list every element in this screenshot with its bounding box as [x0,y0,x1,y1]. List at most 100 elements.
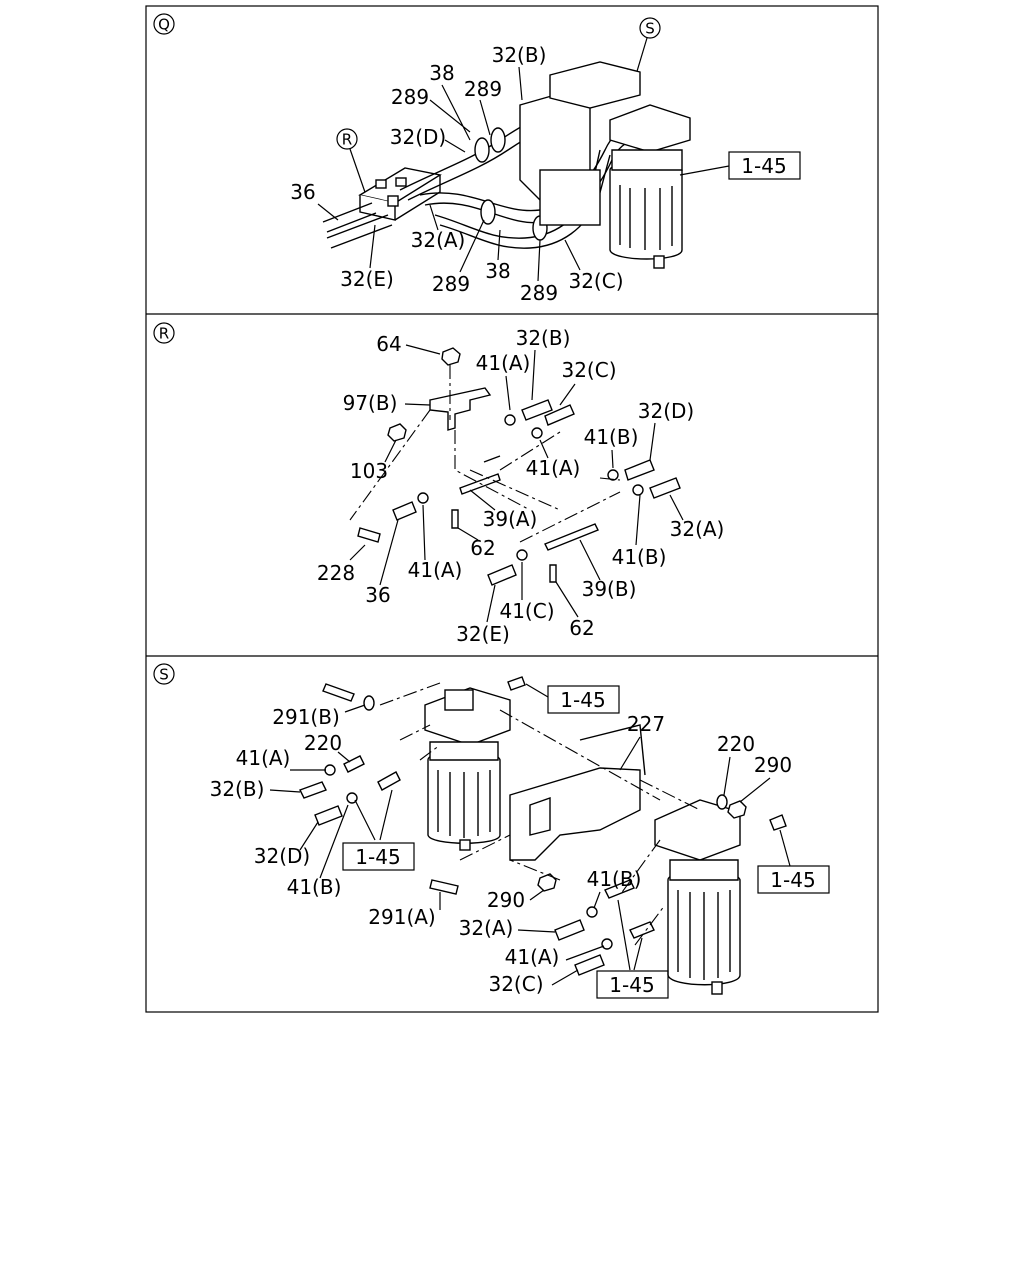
boxed-reference [596,970,669,999]
part-label: 36 [290,180,315,204]
bracket [429,387,492,431]
hose [299,781,327,799]
part-label: 41(B) [612,545,667,569]
leader-line [779,829,791,867]
boxed-reference-label: 1-45 [741,154,786,178]
hose-clip [531,427,543,439]
hose-clamp [480,199,496,225]
boxed-reference-label: 1-45 [609,973,654,997]
part-label: 39(A) [483,507,538,531]
part-label: 291(B) [272,705,340,729]
hose-bracket-assembly [358,167,442,221]
part-label: 32(A) [459,916,514,940]
bleeder-screw [507,676,526,691]
part-label: 36 [365,583,390,607]
part-label: 41(A) [408,558,463,582]
part-label: 227 [627,712,665,736]
part-label: 41(A) [505,945,560,969]
nut [727,800,747,819]
leader-line [349,344,684,623]
callout-marker [639,17,661,39]
part-label: 41(B) [587,867,642,891]
fitting [629,921,655,939]
fitting [604,879,635,899]
leader-line [317,66,581,282]
boxed-reference-label: 1-45 [355,845,400,869]
part-label: 32(B) [516,326,571,350]
hose-clip [516,549,528,561]
part-label: 32(D) [638,399,694,423]
leader-line [354,789,393,841]
part-label: 290 [487,888,525,912]
hose [544,404,575,426]
hose-clip [607,469,619,481]
bolt [429,879,459,895]
callout-marker-letter: R [342,131,352,149]
bolt [451,509,459,529]
leader-line [617,899,643,971]
boxed-reference [547,685,620,714]
boxed-reference-label: 1-45 [560,688,605,712]
part-label: 38 [429,61,454,85]
panel-marker [153,322,175,344]
hose-clamp [474,137,490,163]
hose-clip [417,492,429,504]
part-label: 32(E) [340,267,394,291]
hose [487,564,517,586]
panel-marker-letter: Q [158,16,170,34]
part-label: 41(A) [236,746,291,770]
hose-clamp [490,127,506,153]
part-label: 32(B) [492,43,547,67]
leader-line [525,683,549,698]
hose-clip [601,938,613,950]
part-label: 289 [520,281,558,305]
assembly-line [379,682,701,946]
pipe-joint [544,523,599,551]
part-label: 39(B) [582,577,637,601]
filter-mount-plate [519,61,641,226]
leader-line [679,165,730,176]
hose-clip [632,484,644,496]
panel-marker-letter: R [159,325,169,343]
part-label: 220 [304,731,342,755]
part-label: 62 [470,536,495,560]
part-label: 32(C) [488,972,543,996]
washer [363,695,375,711]
fuel-filter [609,104,691,269]
fitting [343,755,365,773]
part-label: 41(A) [476,351,531,375]
part-label: 41(B) [287,875,342,899]
part-label: 32(D) [390,125,446,149]
hose [521,399,553,421]
leader-line [349,148,368,199]
boxed-reference [342,842,415,871]
hose [574,954,605,976]
assembly-line [349,409,621,543]
panel-marker [153,13,175,35]
fuel-filter [654,799,741,995]
hose [554,919,585,941]
hose-clip [324,764,336,776]
filter-bracket [509,767,641,861]
panel-r: R 64 32(B) 41(A) [153,322,724,646]
nut [441,347,461,366]
part-label: 97(B) [343,391,398,415]
part-label: 290 [754,753,792,777]
bolt [357,527,381,543]
part-label: 289 [464,77,502,101]
part-label: 291(A) [368,905,435,929]
boxed-reference [728,151,801,180]
hose [392,501,417,521]
pipe-joint [459,473,501,495]
part-label: 103 [350,459,388,483]
part-label: 289 [432,272,470,296]
panel-q: Q R S [153,13,801,305]
part-label: 32(C) [561,358,616,382]
panel-s: S [153,663,830,999]
part-label: 41(A) [526,456,581,480]
callout-marker [336,128,358,150]
boxed-reference [757,865,830,894]
bolt [549,564,557,583]
part-label: 41(C) [499,599,554,623]
